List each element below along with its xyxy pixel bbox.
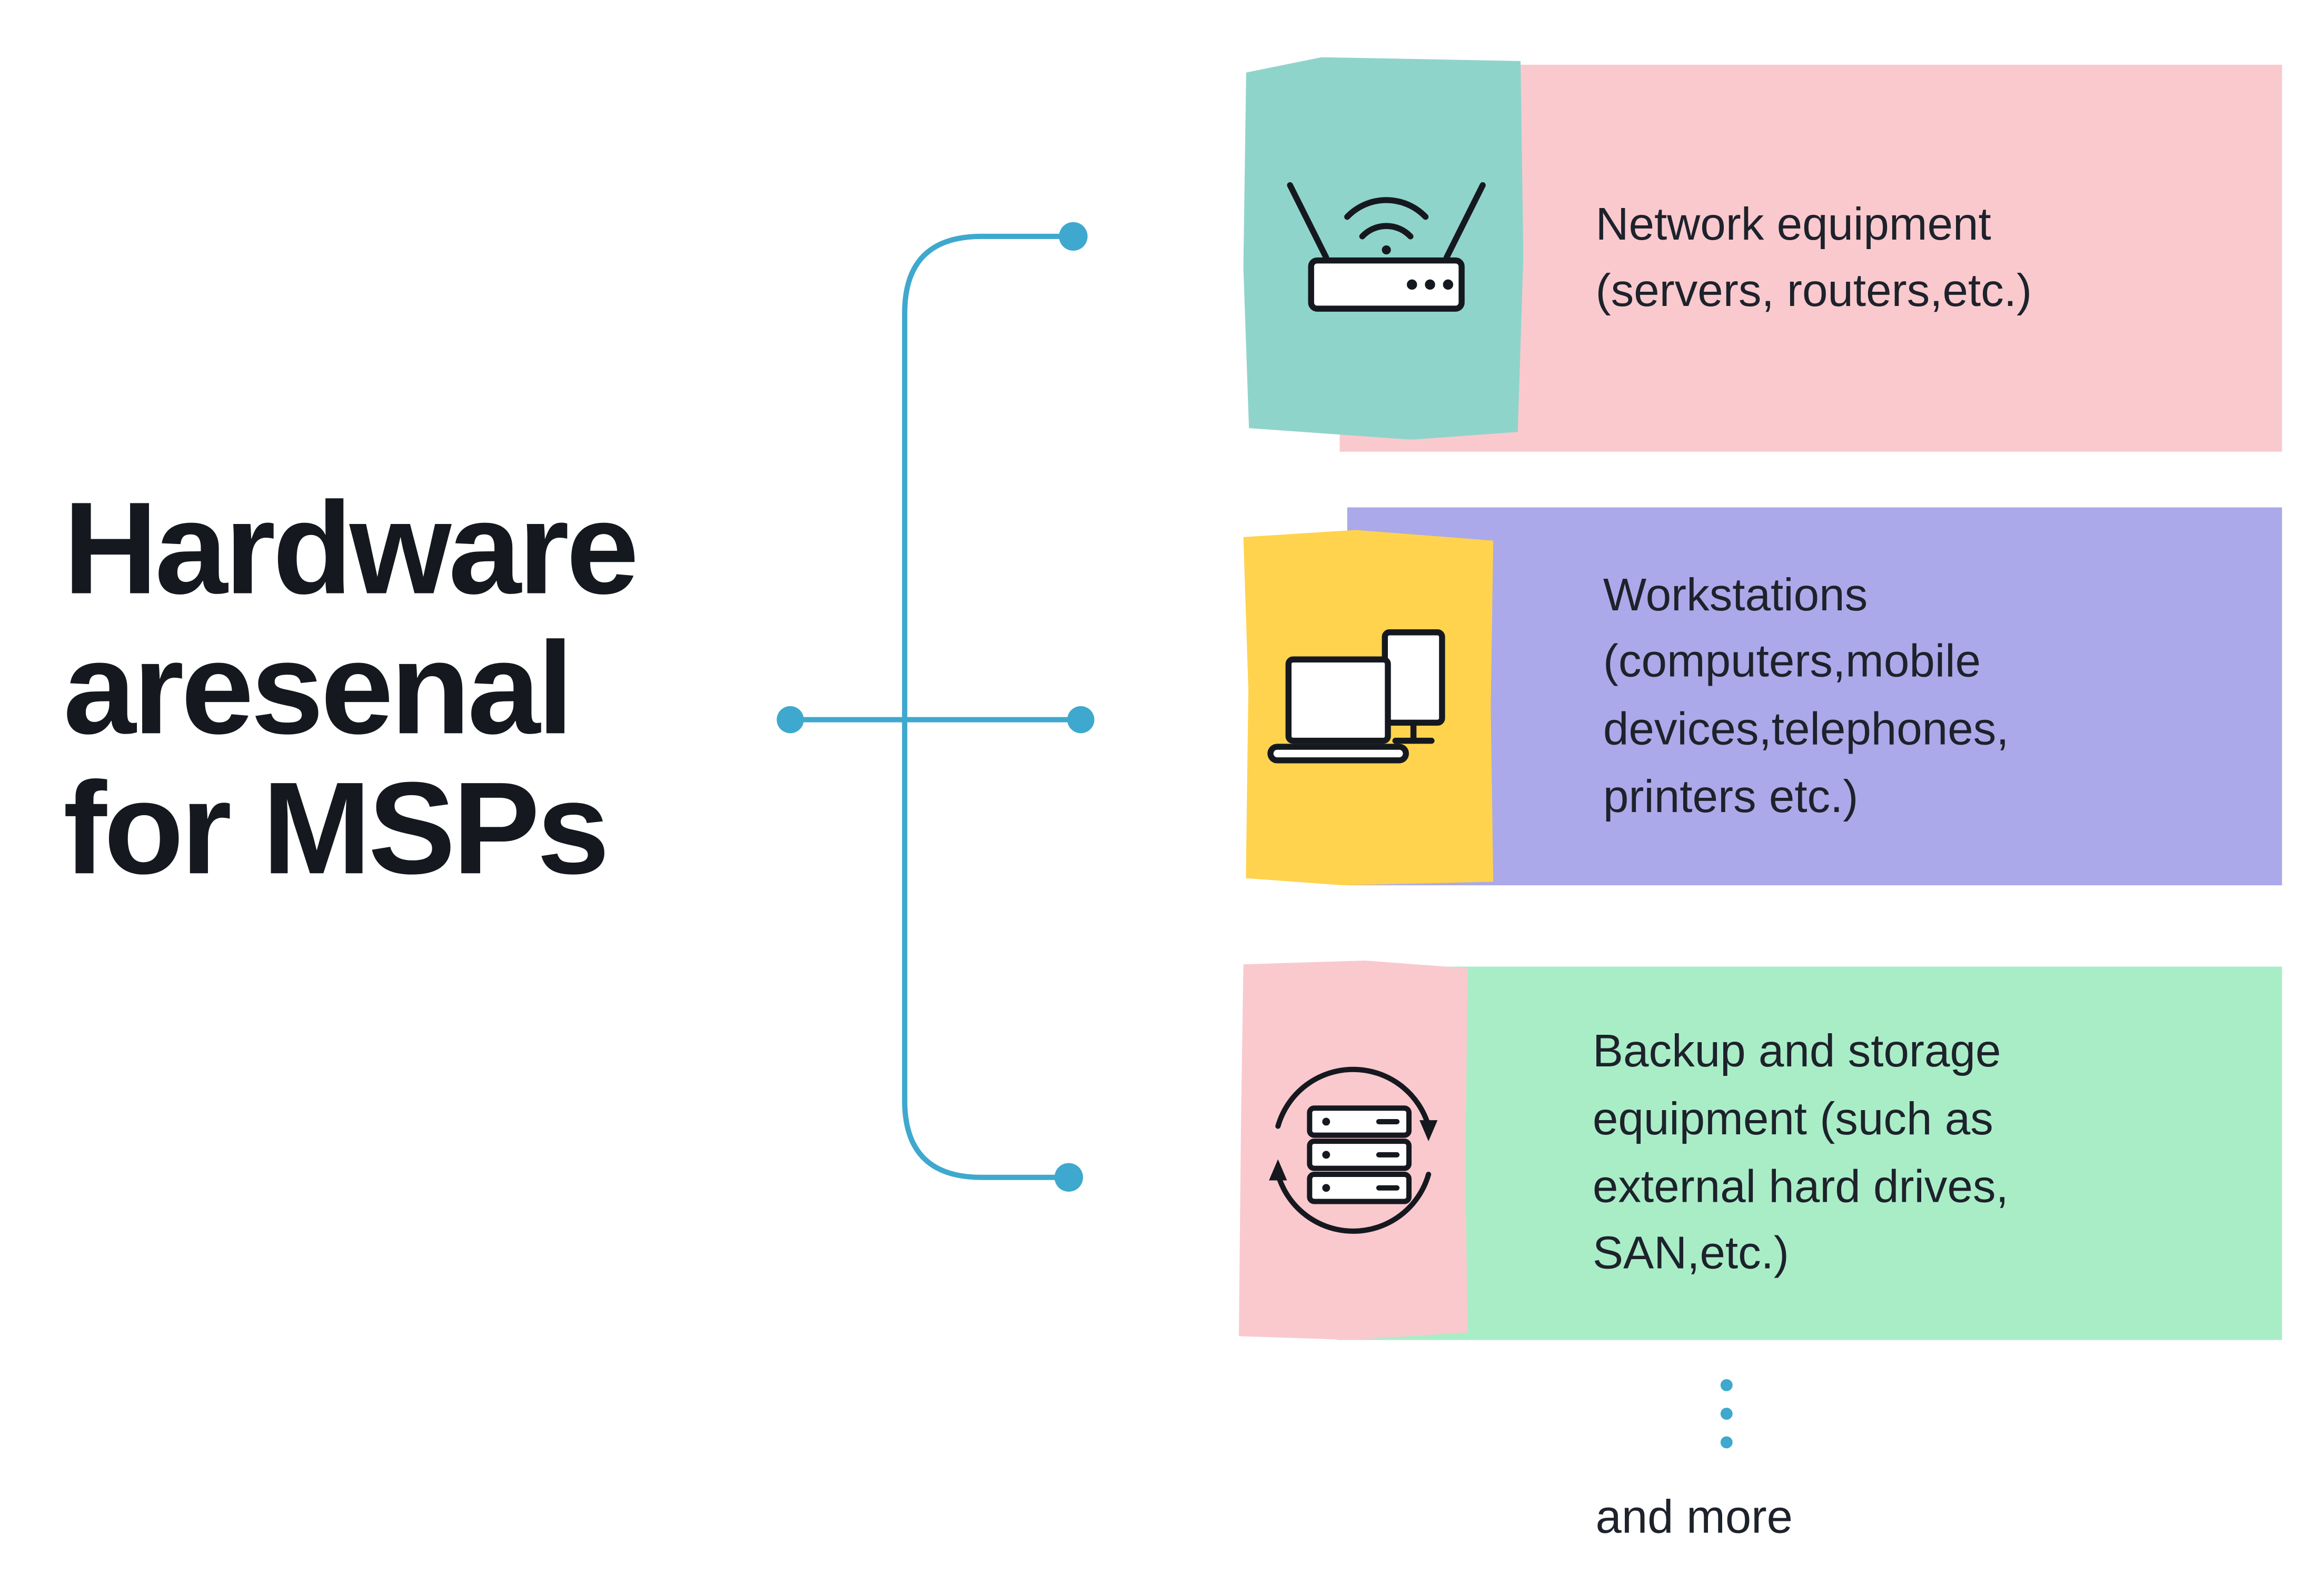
icon-tile-backup [1238, 961, 1468, 1340]
icon-tile-network [1243, 57, 1524, 440]
card-label: Network equipment (servers, routers,etc.… [1595, 198, 2032, 317]
icon-tile-workstations [1243, 530, 1494, 886]
router-icon [1287, 182, 1486, 312]
card-workstations: Workstations (computers,mobile devices,t… [1347, 507, 2282, 886]
page-title: Hardware aresenal for MSPs [63, 476, 639, 902]
connector-dot [1054, 1163, 1084, 1192]
more-dot [1720, 1379, 1733, 1391]
card-backup-storage: Backup and storage equipment (such as ex… [1336, 966, 2282, 1340]
connector-dot [777, 706, 804, 734]
card-label: Backup and storage equipment (such as ex… [1592, 1025, 2009, 1280]
more-label: and more [1595, 1490, 1793, 1544]
backup-sync-icon [1269, 1066, 1438, 1234]
workstation-icon [1267, 629, 1445, 764]
connector-path [902, 233, 1074, 1180]
more-dot [1720, 1436, 1733, 1449]
connector-dot [1059, 222, 1088, 251]
connector-dot [1067, 706, 1095, 734]
more-ellipsis [1720, 1379, 1733, 1449]
card-label: Workstations (computers,mobile devices,t… [1603, 569, 2009, 823]
more-dot [1720, 1408, 1733, 1420]
